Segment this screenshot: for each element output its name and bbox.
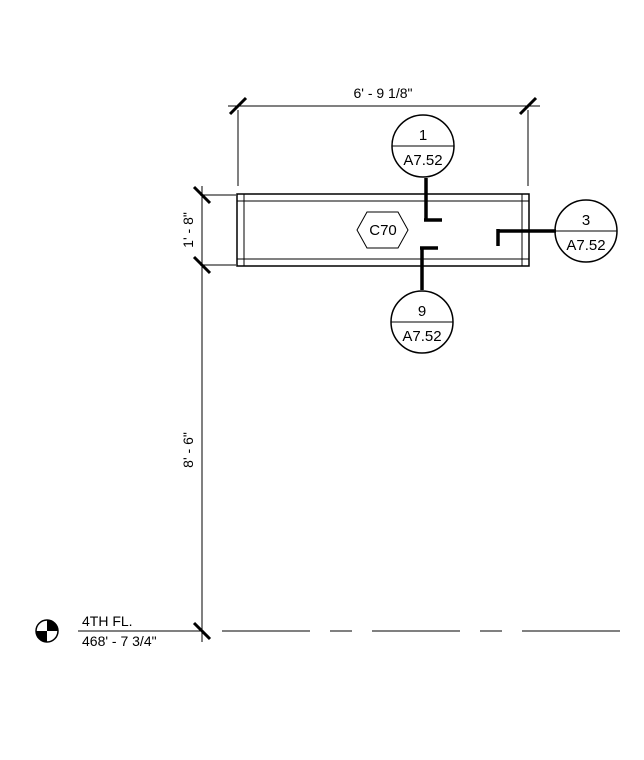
section-callout-3-sheet: A7.52 xyxy=(566,237,605,254)
width-dimension: 6' - 9 1/8" xyxy=(228,85,540,186)
section-callout-3: 3 A7.52 xyxy=(496,199,618,263)
section-callout-9-sheet: A7.52 xyxy=(402,328,441,345)
height-dimension-text: 1' - 8" xyxy=(180,212,196,248)
section-callout-9: 9 A7.52 xyxy=(390,246,454,354)
element-tag: C70 xyxy=(356,211,409,249)
section-callout-3-number: 3 xyxy=(582,212,590,229)
level-marker: 4TH FL. 468' - 7 3/4" xyxy=(35,613,620,649)
section-callout-9-number: 9 xyxy=(418,303,426,320)
section-callout-1: 1 A7.52 xyxy=(391,114,455,222)
width-dimension-text: 6' - 9 1/8" xyxy=(353,85,412,101)
level-target-icon xyxy=(35,619,59,643)
floor-dimension-text: 8' - 6" xyxy=(180,432,196,468)
vertical-dimensions: 1' - 8" 8' - 6" xyxy=(180,185,236,642)
section-callout-1-number: 1 xyxy=(419,127,427,144)
level-elevation: 468' - 7 3/4" xyxy=(82,633,157,649)
level-name: 4TH FL. xyxy=(82,613,133,629)
section-callout-1-sheet: A7.52 xyxy=(403,152,442,169)
element-tag-text: C70 xyxy=(369,222,397,239)
